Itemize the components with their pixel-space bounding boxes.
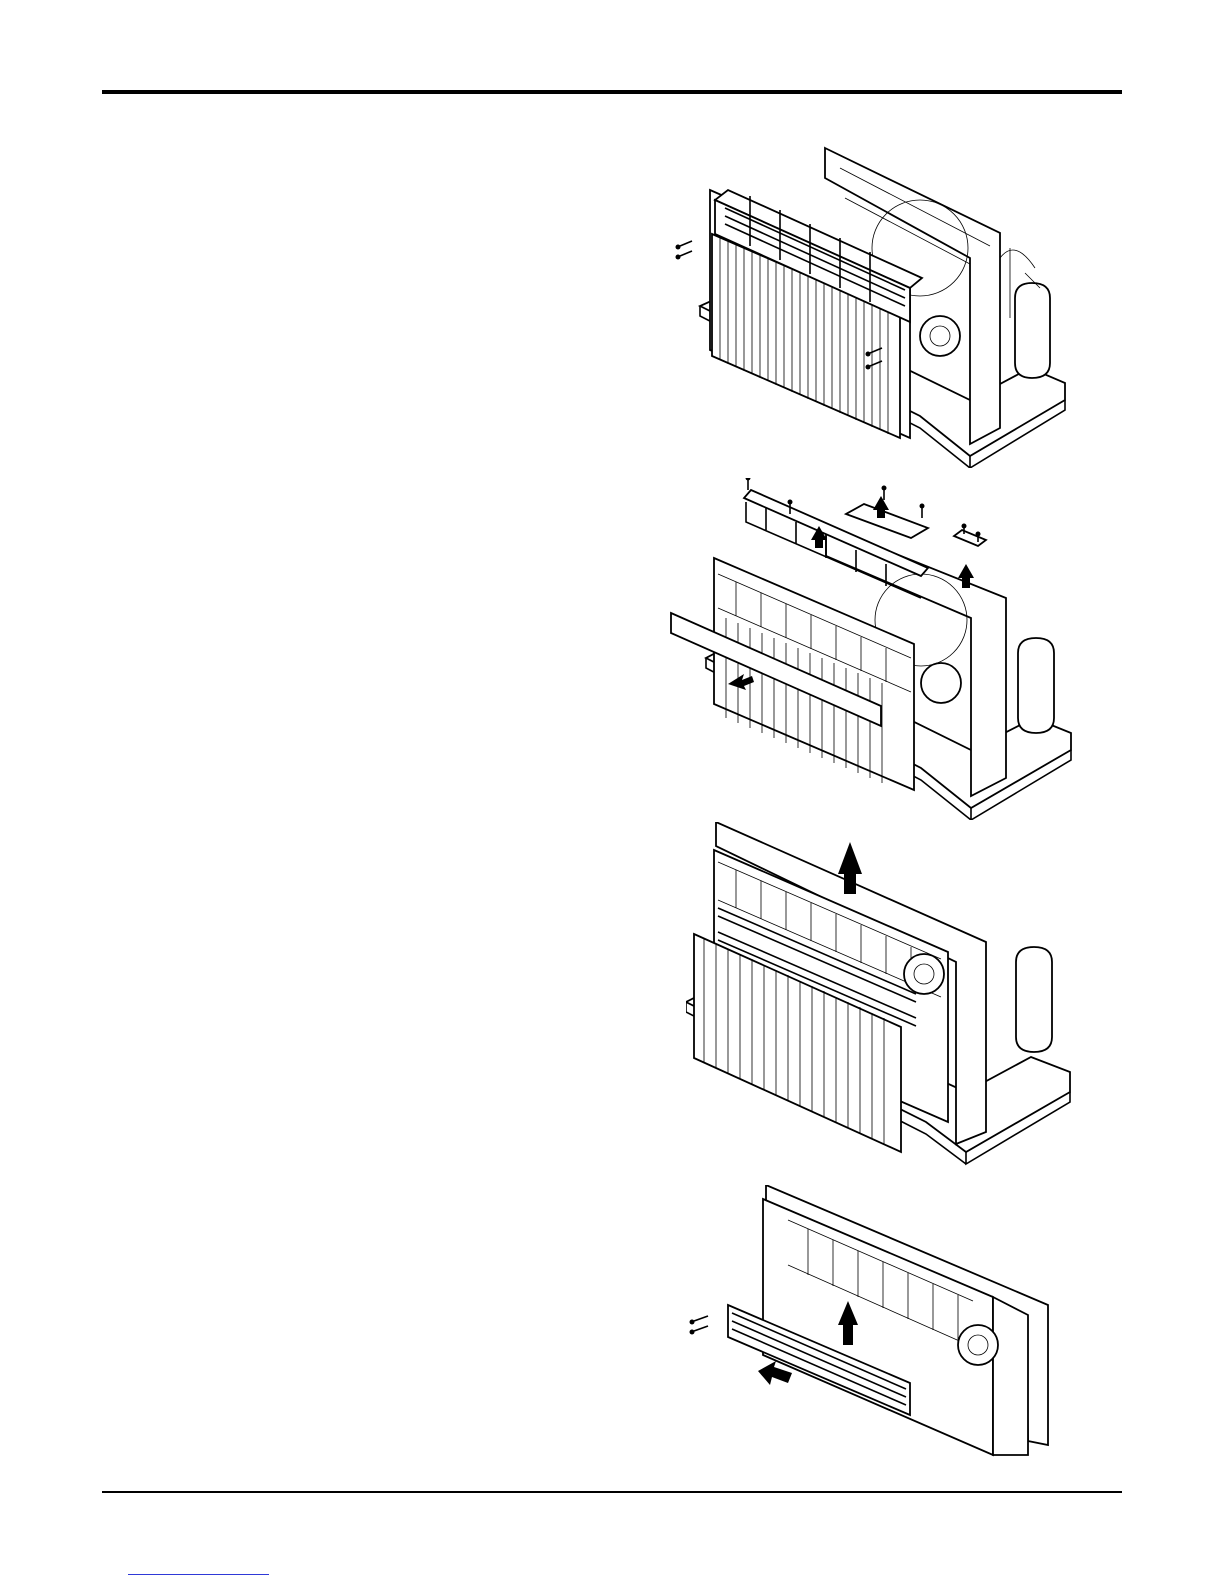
air-conditioner-icon bbox=[666, 478, 1090, 820]
header-rule bbox=[102, 90, 1122, 94]
unit-with-grille-removed-illustration bbox=[666, 478, 1090, 820]
evaporator-heater-removal-illustration bbox=[688, 1185, 1070, 1469]
unit-fan-removal-illustration bbox=[686, 822, 1090, 1170]
footer-rule bbox=[102, 1491, 1122, 1493]
air-conditioner-icon bbox=[688, 1185, 1070, 1469]
air-conditioner-icon bbox=[686, 822, 1090, 1170]
footer-link-underline[interactable] bbox=[128, 1574, 269, 1575]
screw-icon bbox=[690, 1316, 709, 1335]
air-conditioner-icon bbox=[670, 138, 1090, 468]
unit-with-front-grille-illustration bbox=[670, 138, 1090, 468]
